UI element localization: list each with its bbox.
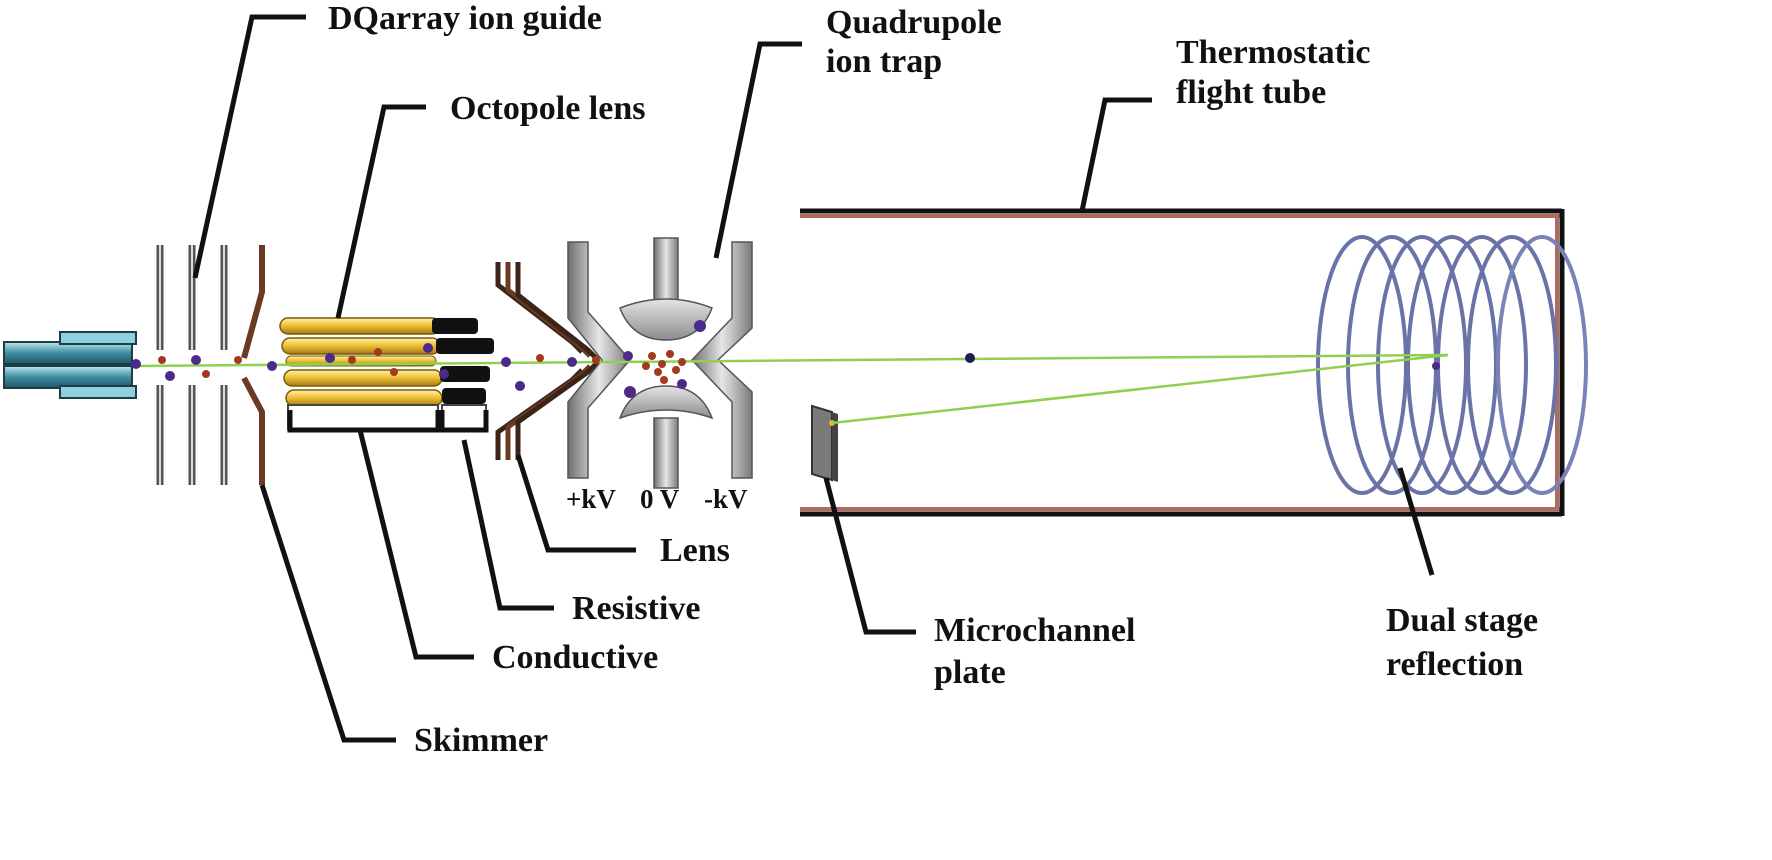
component-brackets	[287, 410, 489, 433]
skimmer-leader	[259, 484, 396, 743]
dqarray-label: DQarray ion guide	[328, 0, 602, 37]
quadrupole-trap	[567, 237, 753, 489]
conductive-leader	[357, 429, 474, 660]
skimmer-label: Skimmer	[414, 722, 549, 759]
voltage-zero-label: 0 V	[640, 484, 680, 514]
lens-electrodes	[495, 262, 600, 460]
voltage-plus-label: +kV	[566, 484, 616, 514]
dualstage-label-line1: Dual stage	[1386, 602, 1539, 639]
octopole-label: Octopole lens	[450, 90, 646, 127]
voltage-minus-label: -kV	[704, 484, 748, 514]
microchannel-label-line2: plate	[934, 654, 1006, 691]
resistive-label: Resistive	[572, 590, 701, 627]
ions	[131, 320, 1440, 398]
ion-beam	[135, 353, 1449, 425]
dualstage-label-line2: reflection	[1386, 646, 1524, 683]
skimmer-cone	[241, 245, 265, 485]
dqarray-leader	[192, 14, 306, 279]
octopole-rods	[279, 317, 494, 430]
quadrupole-label-line1: Quadrupole	[826, 4, 1002, 41]
dualstage-leader	[1397, 467, 1435, 576]
microchannel-label-line1: Microchannel	[934, 612, 1136, 649]
octopole-leader	[335, 104, 426, 319]
lens-label: Lens	[660, 532, 730, 569]
lens-leader	[515, 454, 636, 553]
dqarray-plates	[156, 245, 228, 485]
conductive-label: Conductive	[492, 639, 659, 676]
conductive-bracket	[287, 410, 441, 433]
thermostatic-leader	[1079, 97, 1152, 212]
microchannel-leader	[823, 477, 916, 635]
resistive-leader	[461, 439, 554, 611]
thermostatic-label-line2: flight tube	[1176, 74, 1327, 111]
quadrupole-label-line2: ion trap	[826, 43, 943, 80]
thermostatic-label-line1: Thermostatic	[1176, 34, 1371, 71]
microchannel-plate	[811, 404, 838, 482]
ion-source	[3, 331, 137, 399]
quadrupole-leader	[713, 41, 802, 259]
resistive-bracket	[439, 410, 489, 433]
leader-lines	[192, 14, 1435, 743]
